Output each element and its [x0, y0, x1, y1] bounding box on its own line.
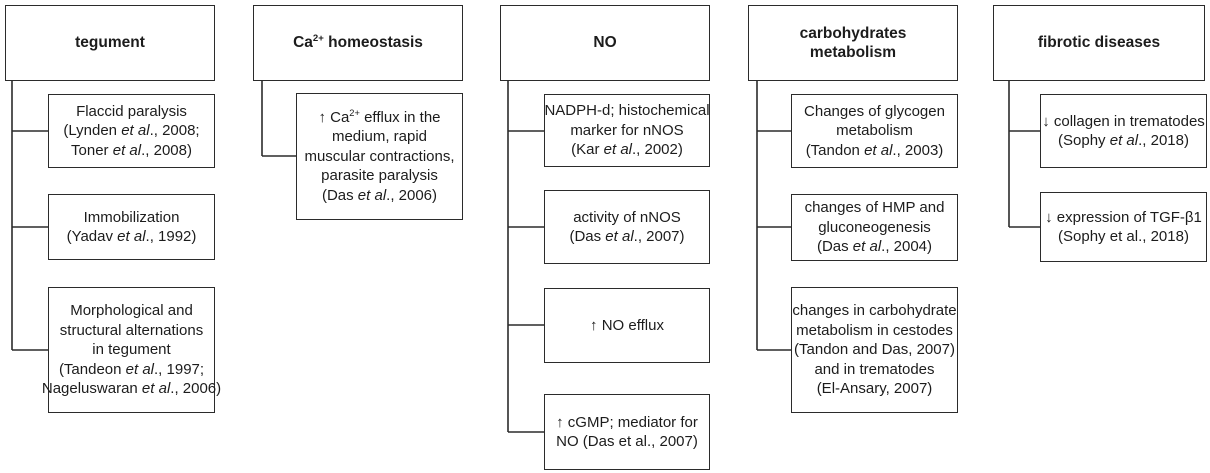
header-box-fibrotic-diseases: fibrotic diseases — [993, 5, 1205, 81]
node-tgf-b1-expression: ↓ expression of TGF-β1(Sophy et al., 201… — [1040, 192, 1207, 262]
header-box-no: NO — [500, 5, 710, 81]
header-box-tegument: tegument — [5, 5, 215, 81]
node-flaccid-paralysis: Flaccid paralysis(Lynden et al., 2008;To… — [48, 94, 215, 168]
node-collagen-trematodes: ↓ collagen in trematodes(Sophy et al., 2… — [1040, 94, 1207, 168]
node-immobilization: Immobilization(Yadav et al., 1992) — [48, 194, 215, 260]
node-no-efflux: ↑ NO efflux — [544, 288, 710, 363]
node-activity-of-nnos: activity of nNOS(Das et al., 2007) — [544, 190, 710, 264]
header-box-ca2-homeostasis: Ca2+ homeostasis — [253, 5, 463, 81]
